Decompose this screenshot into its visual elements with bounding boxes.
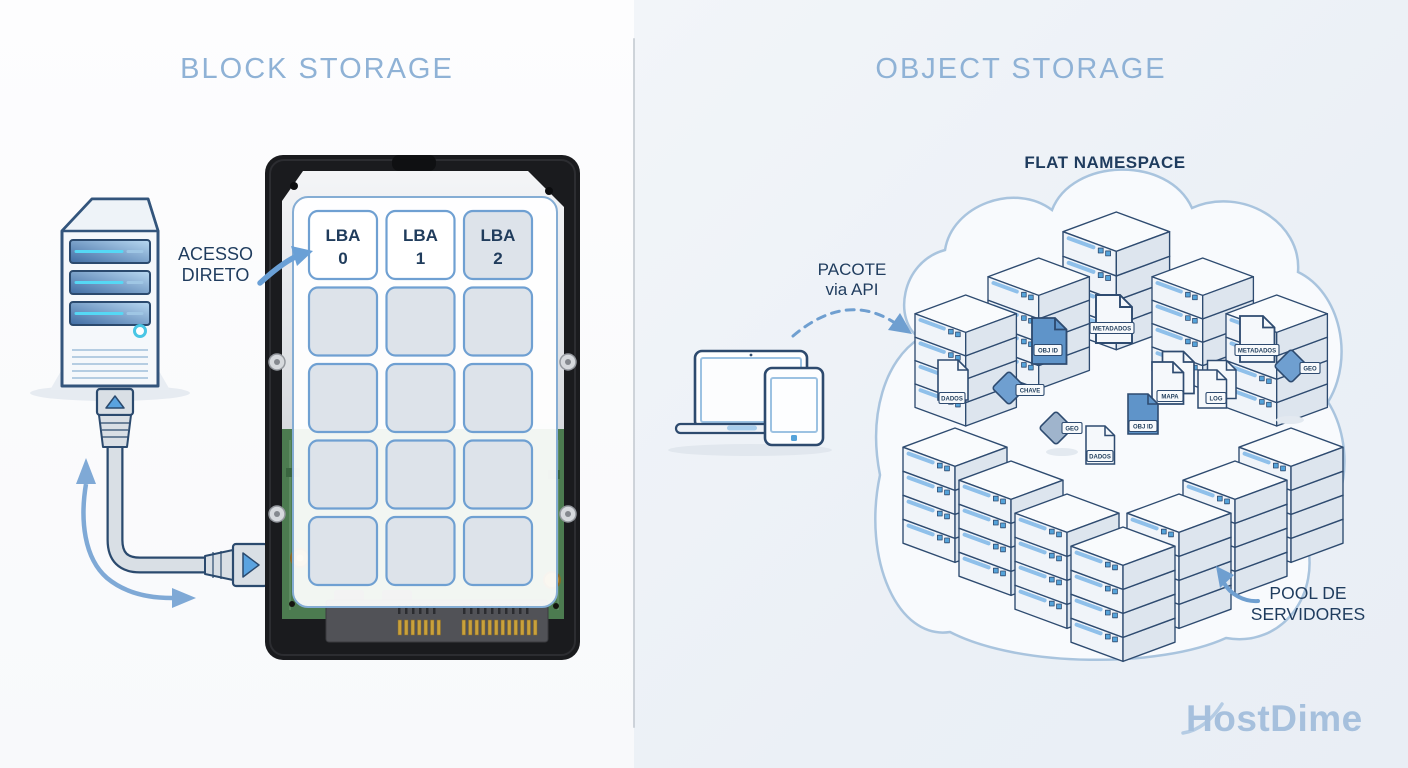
object-file-icon: CHAVE xyxy=(991,370,1045,406)
lba-cell-0 xyxy=(307,209,379,281)
object-file-icon: MAPA xyxy=(1152,352,1194,405)
object-file-icon: METADADOS xyxy=(1234,315,1280,363)
server-stack-icon xyxy=(1071,527,1175,661)
flat-namespace-label: FLAT NAMESPACE xyxy=(1024,153,1186,172)
server-pool-line2: SERVIDORES xyxy=(1250,603,1366,624)
brand-swoosh-icon xyxy=(1181,702,1224,735)
chassis-screws xyxy=(268,353,577,523)
object-file-icon: OBJ ID xyxy=(1127,393,1159,435)
direct-access-label: ACESSO DIRETO xyxy=(128,244,303,286)
api-package-line2: via API xyxy=(825,280,879,300)
data-flow-arrow-icon xyxy=(76,458,196,608)
object-files: DADOS OBJ ID METADADOS MAPA METADADOS xyxy=(937,294,1321,465)
svg-text:OBJ ID: OBJ ID xyxy=(1133,425,1154,431)
lba0-index: 0 xyxy=(338,249,347,268)
server-pool-label: POOL DE SERVIDORES xyxy=(1222,583,1394,624)
svg-text:GEO: GEO xyxy=(1065,427,1079,433)
direct-access-arrow-icon xyxy=(257,246,313,286)
client-devices xyxy=(668,349,832,456)
server-pool-line1: POOL DE xyxy=(1269,583,1347,603)
lba0-label: LBA xyxy=(326,226,361,245)
pool-arrow-icon xyxy=(1216,566,1260,604)
api-package-label: PACOTE via API xyxy=(778,260,926,300)
lba1-index: 1 xyxy=(416,249,425,268)
panel-divider xyxy=(633,38,635,728)
hard-drive-icon: LBA 0 LBA 1 LBA 2 xyxy=(265,155,580,660)
tablet-icon xyxy=(763,366,825,447)
lba-cell-1 xyxy=(385,209,456,281)
svg-text:OBJ ID: OBJ ID xyxy=(1038,349,1059,355)
svg-text:CHAVE: CHAVE xyxy=(1020,389,1041,395)
svg-text:DADOS: DADOS xyxy=(941,397,963,403)
lba-grid-panel: LBA 0 LBA 1 LBA 2 xyxy=(292,196,558,608)
svg-text:DADOS: DADOS xyxy=(1089,455,1111,461)
sata-cable-icon xyxy=(95,387,269,588)
lba1-label: LBA xyxy=(403,226,438,245)
svg-text:GEO: GEO xyxy=(1303,367,1317,373)
object-file-icon: DADOS xyxy=(937,359,969,405)
object-file-icon: METADADOS xyxy=(1089,294,1135,344)
direct-access-line1: ACESSO xyxy=(177,244,254,264)
server-tower-icon xyxy=(30,197,190,401)
server-stack-icon xyxy=(915,295,1016,426)
object-file-icon: GEO xyxy=(1273,348,1321,384)
api-package-line1: PACOTE xyxy=(817,260,887,279)
svg-text:LOG: LOG xyxy=(1210,397,1223,403)
svg-text:METADADOS: METADADOS xyxy=(1238,349,1276,355)
dashed-api-arrow-icon xyxy=(791,308,912,338)
object-file-icon: DADOS xyxy=(1085,425,1116,465)
svg-text:METADADOS: METADADOS xyxy=(1093,327,1131,333)
lba2-index: 2 xyxy=(493,249,502,268)
hostdime-logo: HostDime xyxy=(1186,698,1363,739)
object-file-icon: GEO xyxy=(1038,410,1083,446)
vent-lines xyxy=(72,349,148,379)
object-file-icon: LOG xyxy=(1198,361,1236,409)
lba2-label: LBA xyxy=(481,226,516,245)
svg-text:MAPA: MAPA xyxy=(1161,395,1179,401)
block-storage-title: BLOCK STORAGE xyxy=(180,53,454,85)
object-storage-title: OBJECT STORAGE xyxy=(875,53,1167,85)
power-led-icon xyxy=(133,324,147,338)
drive-bays xyxy=(69,239,151,326)
direct-access-line2: DIRETO xyxy=(181,265,250,286)
lba-cell-2 xyxy=(462,209,534,281)
object-file-icon: OBJ ID xyxy=(1031,317,1068,365)
